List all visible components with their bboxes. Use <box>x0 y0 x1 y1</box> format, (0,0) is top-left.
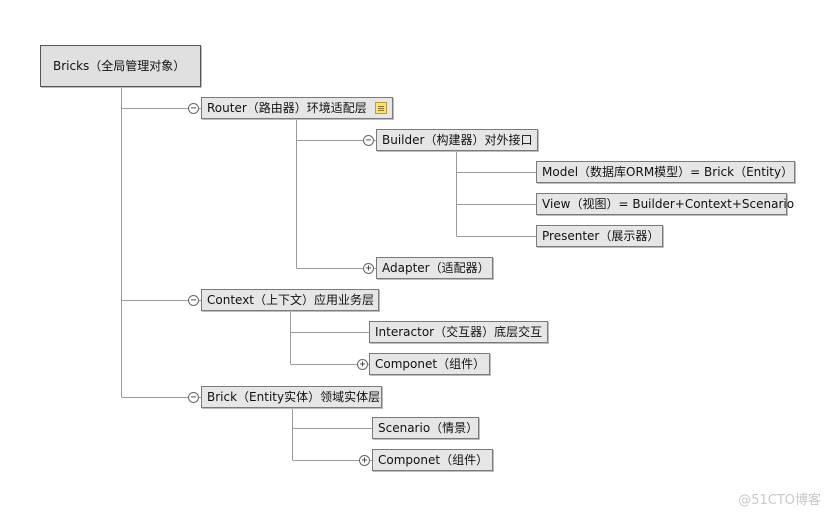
componet-node-label: Componet（组件） <box>378 453 489 467</box>
adapter-expand-toggle[interactable]: + <box>363 263 374 274</box>
componet-expand-toggle[interactable]: + <box>357 359 368 370</box>
router-collapse-toggle[interactable]: − <box>188 103 199 114</box>
view-node[interactable]: View（视图）= Builder+Context+Scenario <box>536 193 794 215</box>
watermark: @51CTO博客 <box>738 493 821 508</box>
context-collapse-toggle[interactable]: − <box>188 295 199 306</box>
builder-collapse-toggle[interactable]: − <box>363 135 374 146</box>
root-node-label: Bricks（全局管理对象） <box>53 59 186 73</box>
note-icon[interactable] <box>375 102 387 114</box>
context-node[interactable]: Context（上下文）应用业务层 <box>201 289 379 311</box>
interactor-node[interactable]: Interactor（交互器）底层交互 <box>369 321 548 343</box>
model-node-label: Model（数据库ORM模型）= Brick（Entity） <box>542 165 794 179</box>
componet-node[interactable]: Componet（组件） <box>372 449 493 471</box>
componet-node[interactable]: Componet（组件） <box>369 353 490 375</box>
router-node-label: Router（路由器）环境适配层 <box>207 101 367 115</box>
builder-node-label: Builder（构建器）对外接口 <box>382 133 533 147</box>
brick-node[interactable]: Brick（Entity实体）领域实体层 <box>201 386 382 408</box>
context-node-label: Context（上下文）应用业务层 <box>207 293 375 307</box>
builder-node[interactable]: Builder（构建器）对外接口 <box>376 129 538 151</box>
presenter-node-label: Presenter（展示器） <box>542 229 660 243</box>
brick-collapse-toggle[interactable]: − <box>188 392 199 403</box>
adapter-node-label: Adapter（适配器） <box>382 261 490 275</box>
interactor-node-label: Interactor（交互器）底层交互 <box>375 325 543 339</box>
model-node[interactable]: Model（数据库ORM模型）= Brick（Entity） <box>536 161 795 183</box>
view-node-label: View（视图）= Builder+Context+Scenario <box>542 197 795 211</box>
router-node[interactable]: Router（路由器）环境适配层 <box>201 97 393 119</box>
componet-expand-toggle[interactable]: + <box>359 455 370 466</box>
componet-node-label: Componet（组件） <box>375 357 486 371</box>
presenter-node[interactable]: Presenter（展示器） <box>536 225 663 247</box>
brick-node-label: Brick（Entity实体）领域实体层 <box>207 390 381 404</box>
root-node[interactable]: Bricks（全局管理对象） <box>40 45 201 87</box>
scenario-node[interactable]: Scenario（情景） <box>372 417 479 439</box>
adapter-node[interactable]: Adapter（适配器） <box>376 257 493 279</box>
scenario-node-label: Scenario（情景） <box>378 421 479 435</box>
